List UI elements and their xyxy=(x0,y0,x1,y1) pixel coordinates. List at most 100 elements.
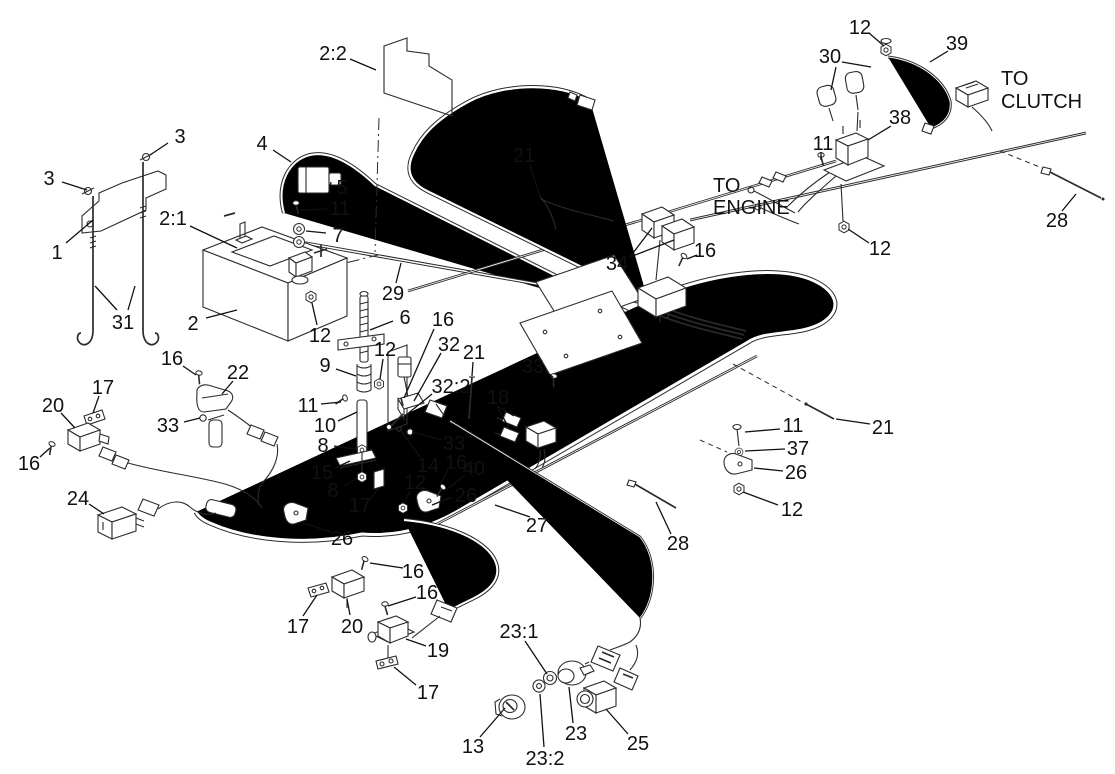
callout-28: 28 xyxy=(1046,210,1068,232)
leader-line-15 xyxy=(334,460,351,469)
solenoid-wire-2 xyxy=(797,175,837,213)
callout-16: 16 xyxy=(18,453,40,475)
leader-line-1 xyxy=(65,219,94,244)
pin-21-center xyxy=(468,376,475,420)
screw-11-center xyxy=(332,393,349,406)
callout-3: 3 xyxy=(43,168,54,190)
leader-line-21 xyxy=(529,164,541,197)
callout-13: 13 xyxy=(462,736,484,758)
leader-line-26 xyxy=(302,522,332,533)
leader-line-16 xyxy=(369,562,404,569)
branch-to-relay19 xyxy=(403,519,499,612)
callout-16: 16 xyxy=(402,561,424,583)
callout-12: 12 xyxy=(781,499,803,521)
callout-leaders xyxy=(39,32,1077,748)
leader-line-33 xyxy=(544,370,554,378)
leader-line-37 xyxy=(744,448,786,452)
leader-line-16 xyxy=(686,254,698,260)
leader-line-32:2 xyxy=(399,393,433,421)
callout-14: 14 xyxy=(417,455,439,477)
solenoid-stud-line xyxy=(840,183,844,222)
callout-11: 11 xyxy=(783,415,804,437)
leader-line-2 xyxy=(205,309,238,319)
j-bolt-thread-ticks xyxy=(89,205,147,249)
annotation-engine: ENGINE xyxy=(713,197,790,219)
leader-line-30 xyxy=(830,66,837,91)
callout-21: 21 xyxy=(872,417,894,439)
clutch-run xyxy=(689,132,1087,221)
leader-line-16 xyxy=(403,328,435,399)
wire-21-top-b xyxy=(540,198,615,222)
clip-17-center xyxy=(373,468,385,490)
annotation-clutch: CLUTCH xyxy=(1001,91,1082,113)
screw-16-switch32 xyxy=(400,397,404,407)
leader-line-16 xyxy=(387,596,417,607)
rivet-14 xyxy=(396,426,402,432)
leader-line-33 xyxy=(183,417,201,423)
callout-17: 17 xyxy=(349,495,371,517)
washer-solenoid-top xyxy=(880,37,892,45)
leader-line-17 xyxy=(393,666,417,686)
leader-line-11 xyxy=(744,428,781,433)
leader-line-40 xyxy=(445,475,465,491)
leader-line-23:1 xyxy=(524,640,548,675)
leader-line-30 xyxy=(841,61,872,68)
callout-4: 4 xyxy=(256,133,267,155)
leader-line-22 xyxy=(221,380,234,395)
callout-11: 11 xyxy=(298,395,319,417)
leader-line-20 xyxy=(346,598,351,616)
callout-17: 17 xyxy=(417,682,439,704)
leader-line-3 xyxy=(149,142,169,156)
callout-21: 21 xyxy=(463,342,485,364)
callout-15: 15 xyxy=(311,462,333,484)
battery-hold-down-bracket xyxy=(76,152,167,346)
screw-16-bracket22 xyxy=(193,369,204,386)
callout-33: 33 xyxy=(522,356,544,378)
leader-line-4 xyxy=(272,149,292,163)
leader-line-12 xyxy=(403,490,411,505)
callout-32: 32 xyxy=(438,334,460,356)
callout-34: 34 xyxy=(606,253,628,275)
callout-22: 22 xyxy=(227,362,249,384)
interlock-assembly xyxy=(332,290,408,490)
callout-17: 17 xyxy=(92,377,114,399)
leader-line-19 xyxy=(405,638,427,647)
switch-13 xyxy=(494,694,526,720)
nut-33-bracket22 xyxy=(199,414,207,422)
thin-run-B-to-switches xyxy=(449,420,654,619)
annotation-to: TO xyxy=(1001,68,1028,90)
callout-19: 19 xyxy=(427,640,449,662)
leader-line-23 xyxy=(568,686,574,724)
leader-line-6 xyxy=(369,320,394,331)
leader-line-39 xyxy=(929,50,949,63)
leader-line-33 xyxy=(411,431,443,441)
callout-16: 16 xyxy=(445,452,467,474)
nut-12-solenoid-bottom xyxy=(838,220,850,234)
washer-7b xyxy=(293,236,305,248)
callout-12: 12 xyxy=(374,339,396,361)
nut-12-battery xyxy=(305,290,317,304)
clip-17-left xyxy=(83,409,106,426)
connectors-18 xyxy=(494,411,522,443)
rod-10 xyxy=(356,399,368,453)
plate-15 xyxy=(335,449,377,467)
leader-line-7 xyxy=(305,230,327,234)
callout-12: 12 xyxy=(849,17,871,39)
callout-20: 20 xyxy=(341,616,363,638)
callout-6: 6 xyxy=(399,307,410,329)
nut-23-1 xyxy=(542,670,558,686)
left-cluster xyxy=(43,409,309,540)
main-harness-27 xyxy=(194,271,837,542)
screw-16-left xyxy=(43,439,57,457)
leader-line-13 xyxy=(479,707,506,738)
leader-line-38 xyxy=(867,125,892,141)
callout-11: 11 xyxy=(330,198,351,220)
callout-26: 26 xyxy=(455,485,477,507)
cable-tie-28-right xyxy=(1040,166,1105,201)
callout-2:1: 2:1 xyxy=(159,208,187,230)
leader-line-3 xyxy=(61,181,88,191)
ring-terminal-2 xyxy=(754,203,762,211)
positive-post-clamp xyxy=(287,251,314,285)
